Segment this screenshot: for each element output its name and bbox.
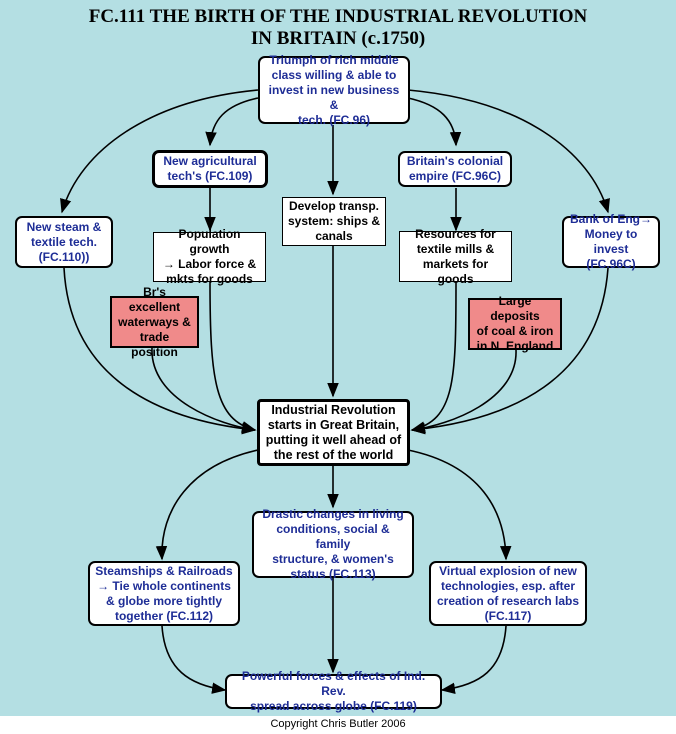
- box-colonial-empire: Britain's colonial empire (FC.96C): [398, 151, 512, 187]
- box-bank-of-england: Bank of Eng→ Money to invest (FC.96C): [562, 212, 660, 271]
- connector-arrows: [60, 89, 610, 695]
- box-agricultural-tech: New agricultural tech's (FC.109): [152, 150, 268, 188]
- box-living-conditions: Drastic changes in living conditions, so…: [252, 507, 414, 581]
- arrow-resources-to-indrev: [410, 281, 457, 433]
- copyright-text: Copyright Chris Butler 2006: [270, 718, 406, 730]
- arrow-coal-to-indrev: [410, 349, 517, 435]
- diagram-title: FC.111 THE BIRTH OF THE INDUSTRIAL REVOL…: [0, 6, 676, 50]
- box-virtual-explosion: Virtual explosion of new technologies, e…: [429, 561, 587, 626]
- title-line-1: FC.111 THE BIRTH OF THE INDUSTRIAL REVOL…: [88, 6, 588, 27]
- arrow-population-to-indrev: [209, 281, 257, 433]
- arrow-indrev-to-virtual: [407, 449, 512, 561]
- box-population-growth: Population growth → Labor force & mkts f…: [153, 227, 266, 286]
- arrow-bank-to-indrev: [410, 267, 609, 435]
- arrow-middle-to-colonial: [407, 97, 462, 147]
- box-transport-system: Develop transp. system: ships & canals: [282, 197, 386, 246]
- arrow-virtual-to-powerful: [440, 625, 507, 695]
- box-coal-iron: Large deposits of coal & iron in N. Engl…: [468, 294, 562, 353]
- diagram-canvas: FC.111 THE BIRTH OF THE INDUSTRIAL REVOL…: [0, 0, 676, 716]
- arrow-middle-to-agri: [205, 97, 259, 147]
- box-middle-class: Triumph of rich middle class willing & a…: [258, 53, 410, 127]
- box-industrial-revolution: Industrial Revolution starts in Great Br…: [257, 399, 410, 466]
- box-steam-textile-tech: New steam & textile tech. (FC.110)): [15, 216, 113, 268]
- arrow-steamships-to-powerful: [161, 625, 227, 694]
- arrow-middle-to-bank: [407, 89, 610, 214]
- box-waterways: Br's excellent waterways & trade positio…: [110, 285, 199, 359]
- arrow-steam-to-indrev: [63, 267, 257, 435]
- box-steamships-railroads: Steamships & Railroads → Tie whole conti…: [88, 561, 240, 626]
- arrow-waterways-to-indrev: [151, 347, 257, 434]
- box-powerful-forces: Powerful forces & effects of Ind. Rev. s…: [225, 669, 442, 713]
- title-line-2: IN BRITAIN (c.1750): [250, 28, 426, 49]
- arrow-indrev-to-steamships: [155, 449, 259, 561]
- box-resources: Resources for textile mills & markets fo…: [399, 227, 512, 286]
- arrow-middle-to-steam: [60, 89, 259, 214]
